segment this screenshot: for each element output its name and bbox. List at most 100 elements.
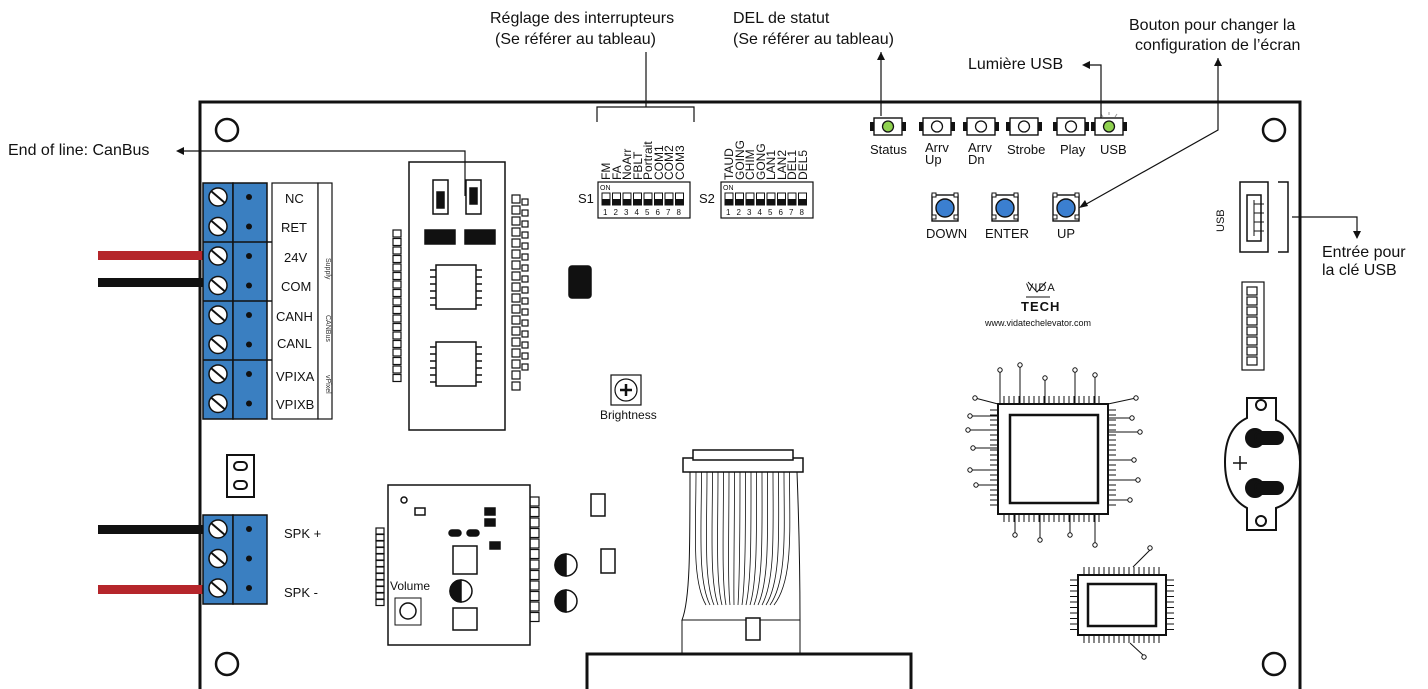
terminal-label-vpixa: VPIXA bbox=[276, 369, 315, 384]
dip-s1-number: 7 bbox=[666, 208, 671, 217]
wire-black-com bbox=[98, 278, 206, 287]
usb-connector bbox=[1239, 181, 1289, 253]
group-label-vpixel: vPixel bbox=[324, 375, 331, 394]
dip-lever[interactable] bbox=[746, 199, 754, 205]
dip-lever[interactable] bbox=[623, 199, 631, 205]
dip-lever[interactable] bbox=[612, 199, 621, 205]
dip-s1-number: 6 bbox=[655, 208, 660, 217]
lcd-ribbon-connector bbox=[681, 449, 804, 654]
wire-red-spk-minus bbox=[98, 585, 206, 594]
dip-s2-number: 2 bbox=[736, 208, 741, 217]
wire-red-24v bbox=[98, 251, 206, 260]
dip-s1-number: 8 bbox=[676, 208, 681, 217]
dip-lever[interactable] bbox=[725, 199, 733, 205]
callout-status-led-2: (Se référer au tableau) bbox=[733, 31, 894, 48]
led-label-usb: USB bbox=[1100, 142, 1127, 157]
callout-usb-input-1: Entrée pour bbox=[1322, 244, 1406, 261]
brand-line1: VIDA bbox=[1026, 282, 1056, 294]
callout-screen-button-1: Bouton pour changer la bbox=[1129, 17, 1296, 34]
terminal-label-vpixb: VPIXB bbox=[276, 397, 315, 412]
dip-s2-number: 5 bbox=[768, 208, 773, 217]
dip-s2-number: 4 bbox=[757, 208, 762, 217]
dip-s1-number: 5 bbox=[645, 208, 650, 217]
coin-cell-holder bbox=[1223, 397, 1302, 531]
dip-s1-function-label: COM3 bbox=[672, 145, 687, 180]
dip-switch-s1[interactable] bbox=[597, 181, 691, 219]
led-arrv-up bbox=[919, 117, 955, 136]
led-label-arrv-up-1: Arrv bbox=[925, 140, 949, 155]
dip-lever[interactable] bbox=[735, 199, 744, 205]
callout-status-led-1: DEL de statut bbox=[733, 10, 830, 27]
jumper bbox=[226, 454, 255, 498]
speaker-label-minus: SPK - bbox=[284, 585, 318, 600]
terminal-label-24v: 24V bbox=[284, 250, 308, 265]
led-usb bbox=[1091, 112, 1127, 136]
callout-lines bbox=[183, 52, 1358, 238]
audio-module bbox=[387, 484, 531, 646]
dip-lever[interactable] bbox=[644, 199, 652, 205]
led-label-play: Play bbox=[1060, 142, 1086, 157]
led-arrv-dn bbox=[963, 117, 999, 136]
callout-end-of-line: End of line: CanBus bbox=[8, 142, 150, 159]
power-module bbox=[408, 161, 506, 431]
led-status bbox=[870, 117, 906, 136]
callout-screen-button-2: configuration de l’écran bbox=[1135, 37, 1301, 54]
soic-chip bbox=[568, 265, 592, 299]
dip-s2-number: 3 bbox=[747, 208, 752, 217]
dip-s1-number: 1 bbox=[603, 208, 608, 217]
switch-name-s1: S1 bbox=[578, 191, 594, 206]
dip-lever[interactable] bbox=[788, 199, 796, 205]
down-button[interactable] bbox=[931, 192, 959, 222]
dip-lever[interactable] bbox=[767, 199, 775, 205]
dip-s2-function-label: DEL5 bbox=[795, 149, 810, 180]
dip-lever[interactable] bbox=[756, 199, 765, 205]
terminal-label-ret: RET bbox=[281, 220, 307, 235]
group-label-supply: Supply bbox=[324, 258, 331, 280]
terminal-block bbox=[202, 182, 333, 420]
callout-usb-light: Lumière USB bbox=[968, 56, 1064, 73]
brand-url: www.vidatechelevator.com bbox=[985, 318, 1092, 328]
dip-s1-on-label: ON bbox=[600, 185, 611, 192]
terminal-label-nc: NC bbox=[285, 191, 304, 206]
enter-button[interactable] bbox=[991, 192, 1019, 222]
dip-lever[interactable] bbox=[798, 199, 807, 205]
dip-lever[interactable] bbox=[654, 199, 663, 205]
up-button[interactable] bbox=[1052, 192, 1080, 222]
dip-lever[interactable] bbox=[633, 199, 642, 205]
dip-switch-s2[interactable] bbox=[720, 181, 814, 219]
button-label-up: UP bbox=[1057, 226, 1076, 241]
board-cutout bbox=[585, 652, 913, 689]
led-label-status: Status bbox=[870, 142, 907, 157]
led-label-arrv-dn-2: Dn bbox=[968, 152, 985, 167]
mounting-holes bbox=[214, 117, 1287, 677]
led-label-strobe: Strobe bbox=[1007, 142, 1046, 157]
volume-label: Volume bbox=[390, 579, 431, 593]
dip-s2-number: 1 bbox=[726, 208, 731, 217]
terminal-label-com: COM bbox=[281, 279, 312, 294]
callout-switch-setting-1: Réglage des interrupteurs bbox=[490, 10, 675, 27]
small-components bbox=[554, 493, 616, 613]
callout-usb-input-2: la clé USB bbox=[1322, 262, 1397, 279]
dip-s2-number: 7 bbox=[789, 208, 794, 217]
led-label-arrv-up-2: Up bbox=[925, 152, 942, 167]
callout-switch-setting-2: (Se référer au tableau) bbox=[495, 31, 656, 48]
terminal-label-canl: CANL bbox=[277, 336, 312, 351]
right-header bbox=[1241, 281, 1265, 371]
dip-lever[interactable] bbox=[665, 199, 673, 205]
dip-lever[interactable] bbox=[675, 199, 684, 205]
terminal-label-canh: CANH bbox=[276, 309, 313, 324]
dip-s1-number: 3 bbox=[624, 208, 629, 217]
usb-port-label: USB bbox=[1215, 209, 1227, 232]
qfp-processor bbox=[965, 362, 1143, 548]
button-label-down: DOWN bbox=[926, 226, 968, 241]
speaker-terminal bbox=[202, 514, 268, 605]
dip-lever[interactable] bbox=[777, 199, 786, 205]
dip-lever[interactable] bbox=[602, 199, 610, 205]
qfp-memory bbox=[1070, 545, 1174, 660]
brightness-pot bbox=[610, 374, 642, 406]
brightness-label: Brightness bbox=[600, 408, 657, 422]
led-play bbox=[1053, 117, 1089, 136]
dip-s1-number: 2 bbox=[613, 208, 618, 217]
group-label-canbus: CANBus bbox=[324, 315, 331, 342]
